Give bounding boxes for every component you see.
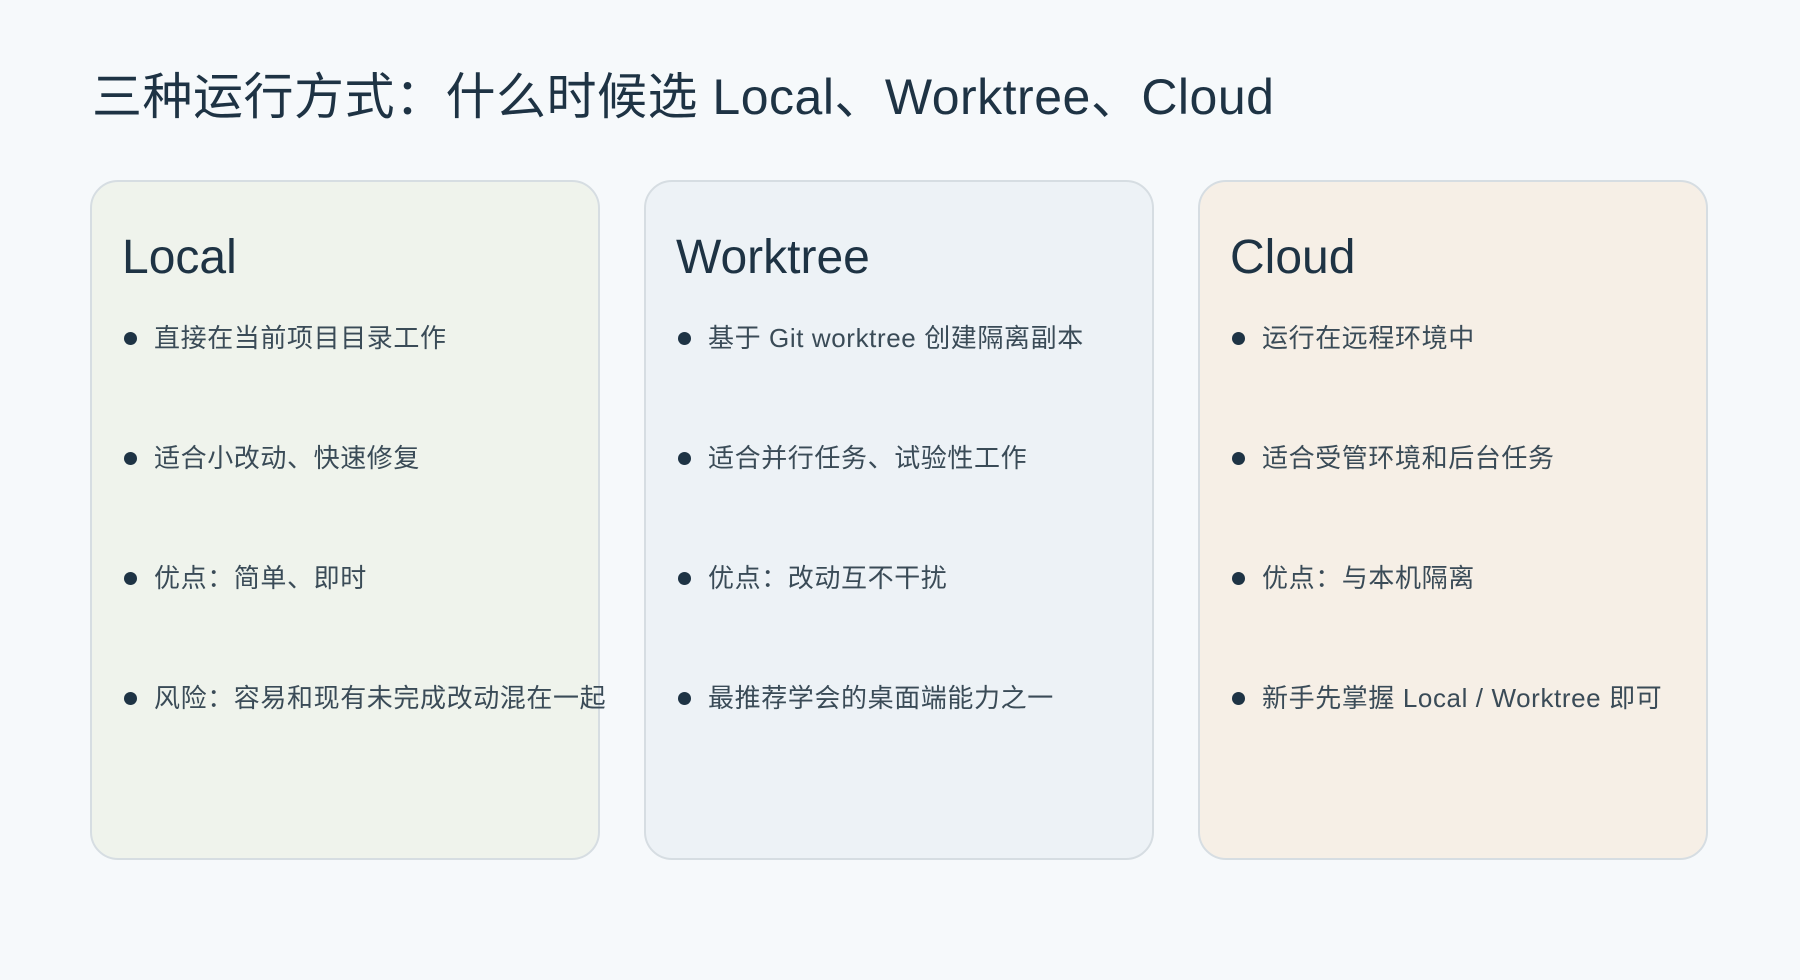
card-worktree: Worktree 基于 Git worktree 创建隔离副本 适合并行任务、试… [644,180,1154,860]
bullet-dot-icon [124,332,137,345]
bullet-text: 最推荐学会的桌面端能力之一 [708,683,1054,713]
bullet-item: 优点：改动互不干扰 [676,560,1084,680]
bullet-text: 优点：简单、即时 [154,563,367,593]
bullet-dot-icon [1232,452,1245,465]
bullet-dot-icon [124,572,137,585]
bullet-item: 基于 Git worktree 创建隔离副本 [676,320,1084,440]
bullet-text: 直接在当前项目目录工作 [154,323,447,353]
bullet-dot-icon [124,692,137,705]
bullet-text: 基于 Git worktree 创建隔离副本 [708,323,1084,353]
bullet-item: 最推荐学会的桌面端能力之一 [676,680,1084,800]
bullet-dot-icon [678,452,691,465]
bullet-item: 运行在远程环境中 [1230,320,1662,440]
bullet-item: 适合小改动、快速修复 [122,440,606,560]
bullet-dot-icon [678,692,691,705]
bullet-item: 风险：容易和现有未完成改动混在一起 [122,680,606,800]
bullet-list: 基于 Git worktree 创建隔离副本 适合并行任务、试验性工作 优点：改… [676,320,1084,800]
bullet-text: 风险：容易和现有未完成改动混在一起 [154,683,607,713]
card-local: Local 直接在当前项目目录工作 适合小改动、快速修复 优点：简单、即时 风险… [90,180,606,860]
bullet-item: 适合并行任务、试验性工作 [676,440,1084,560]
bullet-text: 优点：改动互不干扰 [708,563,948,593]
bullet-item: 适合受管环境和后台任务 [1230,440,1662,560]
bullet-text: 适合受管环境和后台任务 [1262,443,1555,473]
bullet-dot-icon [678,332,691,345]
bullet-list: 直接在当前项目目录工作 适合小改动、快速修复 优点：简单、即时 风险：容易和现有… [122,320,606,800]
bullet-text: 适合小改动、快速修复 [154,443,421,473]
bullet-dot-icon [1232,692,1245,705]
bullet-text: 适合并行任务、试验性工作 [708,443,1028,473]
bullet-dot-icon [678,572,691,585]
bullet-dot-icon [1232,572,1245,585]
card-title: Worktree [676,231,870,284]
card-title: Local [122,231,237,284]
card-title: Cloud [1230,231,1356,284]
bullet-item: 优点：与本机隔离 [1230,560,1662,680]
bullet-item: 直接在当前项目目录工作 [122,320,606,440]
bullet-text: 运行在远程环境中 [1262,323,1475,353]
bullet-text: 优点：与本机隔离 [1262,563,1475,593]
bullet-list: 运行在远程环境中 适合受管环境和后台任务 优点：与本机隔离 新手先掌握 Loca… [1230,320,1662,800]
card-cloud: Cloud 运行在远程环境中 适合受管环境和后台任务 优点：与本机隔离 新手先掌… [1198,180,1708,860]
bullet-item: 新手先掌握 Local / Worktree 即可 [1230,680,1662,800]
bullet-dot-icon [124,452,137,465]
bullet-dot-icon [1232,332,1245,345]
page-title: 三种运行方式：什么时候选 Local、Worktree、Cloud [92,69,1275,125]
bullet-text: 新手先掌握 Local / Worktree 即可 [1262,683,1663,713]
bullet-item: 优点：简单、即时 [122,560,606,680]
